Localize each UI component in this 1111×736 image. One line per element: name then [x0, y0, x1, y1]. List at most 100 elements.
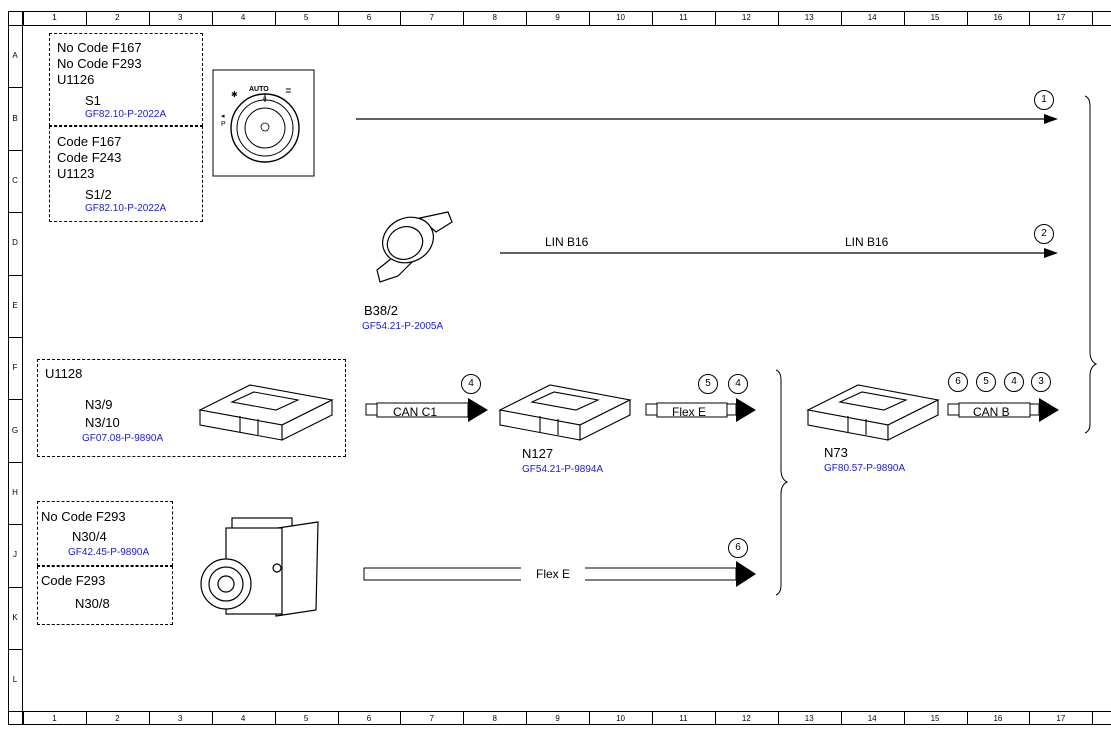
grid-column-label: 11 — [679, 714, 688, 723]
marker-5-can-b: 5 — [976, 372, 996, 392]
brace-middle — [775, 369, 789, 596]
ecu-group-title: U1128 — [45, 366, 83, 381]
n73-ref-link[interactable]: GF80.57-P-9890A — [824, 463, 906, 474]
grid-row-label: D — [12, 238, 18, 248]
can-c1-label: CAN C1 — [393, 405, 438, 419]
grid-column-label: 4 — [240, 714, 246, 723]
grid-column-label: 1 — [52, 13, 57, 22]
lin-b16-line — [500, 248, 1058, 258]
esp-upper-title: No Code F293 — [41, 509, 126, 524]
grid-row-label: L — [12, 675, 18, 685]
grid-column-label: 6 — [366, 714, 372, 723]
brace-right — [1084, 95, 1098, 434]
grid-column-label: 16 — [993, 13, 1003, 22]
grid-column-label: 6 — [366, 13, 372, 22]
grid-column-label: 3 — [178, 714, 183, 723]
grid-column-label: 12 — [741, 13, 751, 22]
lin-b16-label-1: LIN B16 — [545, 235, 589, 249]
grid-column-label: 14 — [867, 13, 877, 22]
grid-column-label: 9 — [555, 714, 560, 723]
grid-column-label: 7 — [429, 13, 435, 22]
grid-row-label: H — [12, 488, 18, 497]
marker-4-can-c1: 4 — [461, 374, 481, 394]
grid-row-label: K — [12, 612, 18, 622]
ecu-n127-illustration — [498, 384, 632, 441]
svg-text:P: P — [221, 121, 226, 128]
grid-column-label: 17 — [1056, 13, 1066, 22]
esp-lower-title: Code F293 — [41, 573, 106, 588]
ecu-group-box — [37, 359, 346, 457]
grid-column-label: 13 — [804, 714, 814, 723]
switch-upper-line-3: U1126 — [57, 72, 95, 87]
grid-column-label: 5 — [303, 714, 309, 723]
switch-auto-mark: AUTO — [249, 86, 269, 93]
esp-upper-id: N30/4 — [72, 529, 107, 544]
grid-column-label: 2 — [115, 714, 120, 723]
esp-lower-box — [37, 566, 173, 625]
esp-lower-id: N30/8 — [75, 596, 110, 611]
grid-column-label: 8 — [492, 714, 497, 723]
grid-column-label: 14 — [867, 714, 877, 723]
grid-column-label: 8 — [492, 13, 497, 22]
grid-column-label: 15 — [930, 714, 940, 723]
can-b-bus — [947, 398, 1059, 422]
grid-column-label: 11 — [679, 13, 688, 22]
flex-e-label-1: Flex E — [672, 405, 707, 419]
flex-e-bus-1 — [645, 398, 756, 422]
switch-zero-mark: 0 — [263, 97, 267, 103]
n73-id: N73 — [824, 445, 848, 460]
flex-e-label-2: Flex E — [521, 567, 586, 581]
switch-lower-ref-link[interactable]: GF82.10-P-2022A — [85, 203, 167, 214]
grid-row-label: F — [12, 363, 18, 373]
switch-lower-id: S1/2 — [85, 187, 112, 202]
n127-id: N127 — [522, 446, 554, 461]
marker-4-can-b: 4 — [1004, 372, 1024, 392]
lin-b16-label-2: LIN B16 — [845, 235, 889, 249]
rain-sensor-ref-link[interactable]: GF54.21-P-2005A — [362, 321, 444, 332]
grid-column-label: 10 — [616, 714, 625, 723]
switch-lower-line-2: Code F243 — [57, 150, 122, 165]
marker-5-flex: 5 — [698, 374, 718, 394]
marker-1: 1 — [1034, 90, 1054, 110]
rain-sensor-id: B38/2 — [364, 303, 398, 318]
grid-column-label: 1 — [52, 714, 57, 723]
grid-column-label: 9 — [555, 13, 560, 22]
switch-upper-line-1: No Code F167 — [57, 40, 142, 55]
grid-column-label: 13 — [804, 13, 814, 22]
esp-upper-ref-link[interactable]: GF42.45-P-9890A — [68, 547, 150, 558]
switch-upper-id: S1 — [85, 93, 101, 108]
grid-column-label: 17 — [1056, 714, 1066, 723]
svg-text:◂: ◂ — [221, 113, 225, 120]
grid-row-label: G — [11, 425, 19, 435]
grid-column-label: 3 — [178, 13, 183, 22]
grid-column-label: 5 — [303, 13, 309, 22]
can-c1-bus — [365, 398, 488, 422]
grid-column-label: 16 — [993, 714, 1003, 723]
ecu-n3-illustration — [198, 384, 334, 441]
svg-text:≣: ≣ — [285, 86, 292, 95]
grid-row-label: B — [12, 113, 18, 123]
grid-column-label: 12 — [741, 714, 751, 723]
rain-sensor-illustration — [376, 211, 453, 283]
grid-column-label: 15 — [930, 13, 940, 22]
grid-column-label: 10 — [616, 13, 625, 22]
grid-row-label: C — [12, 176, 18, 185]
switch-lower-box — [49, 126, 203, 222]
can-b-label: CAN B — [973, 405, 1010, 419]
switch-upper-ref-link[interactable]: GF82.10-P-2022A — [85, 109, 167, 120]
switch-upper-line-2: No Code F293 — [57, 56, 142, 71]
ecu-group-ref-link[interactable]: GF07.08-P-9890A — [82, 433, 164, 444]
esp-unit-illustration — [200, 517, 319, 617]
drawing-frame — [8, 11, 1111, 725]
n127-ref-link[interactable]: GF54.21-P-9894A — [522, 464, 604, 475]
svg-text:✱: ✱ — [231, 90, 238, 99]
grid-column-label: 4 — [240, 13, 246, 22]
esp-upper-box — [37, 501, 173, 566]
marker-2: 2 — [1034, 224, 1054, 244]
grid-row-label: J — [13, 550, 17, 560]
connection-1-line — [356, 114, 1058, 124]
marker-6-flex-bottom: 6 — [728, 538, 748, 558]
ecu-n73-illustration — [806, 384, 940, 441]
